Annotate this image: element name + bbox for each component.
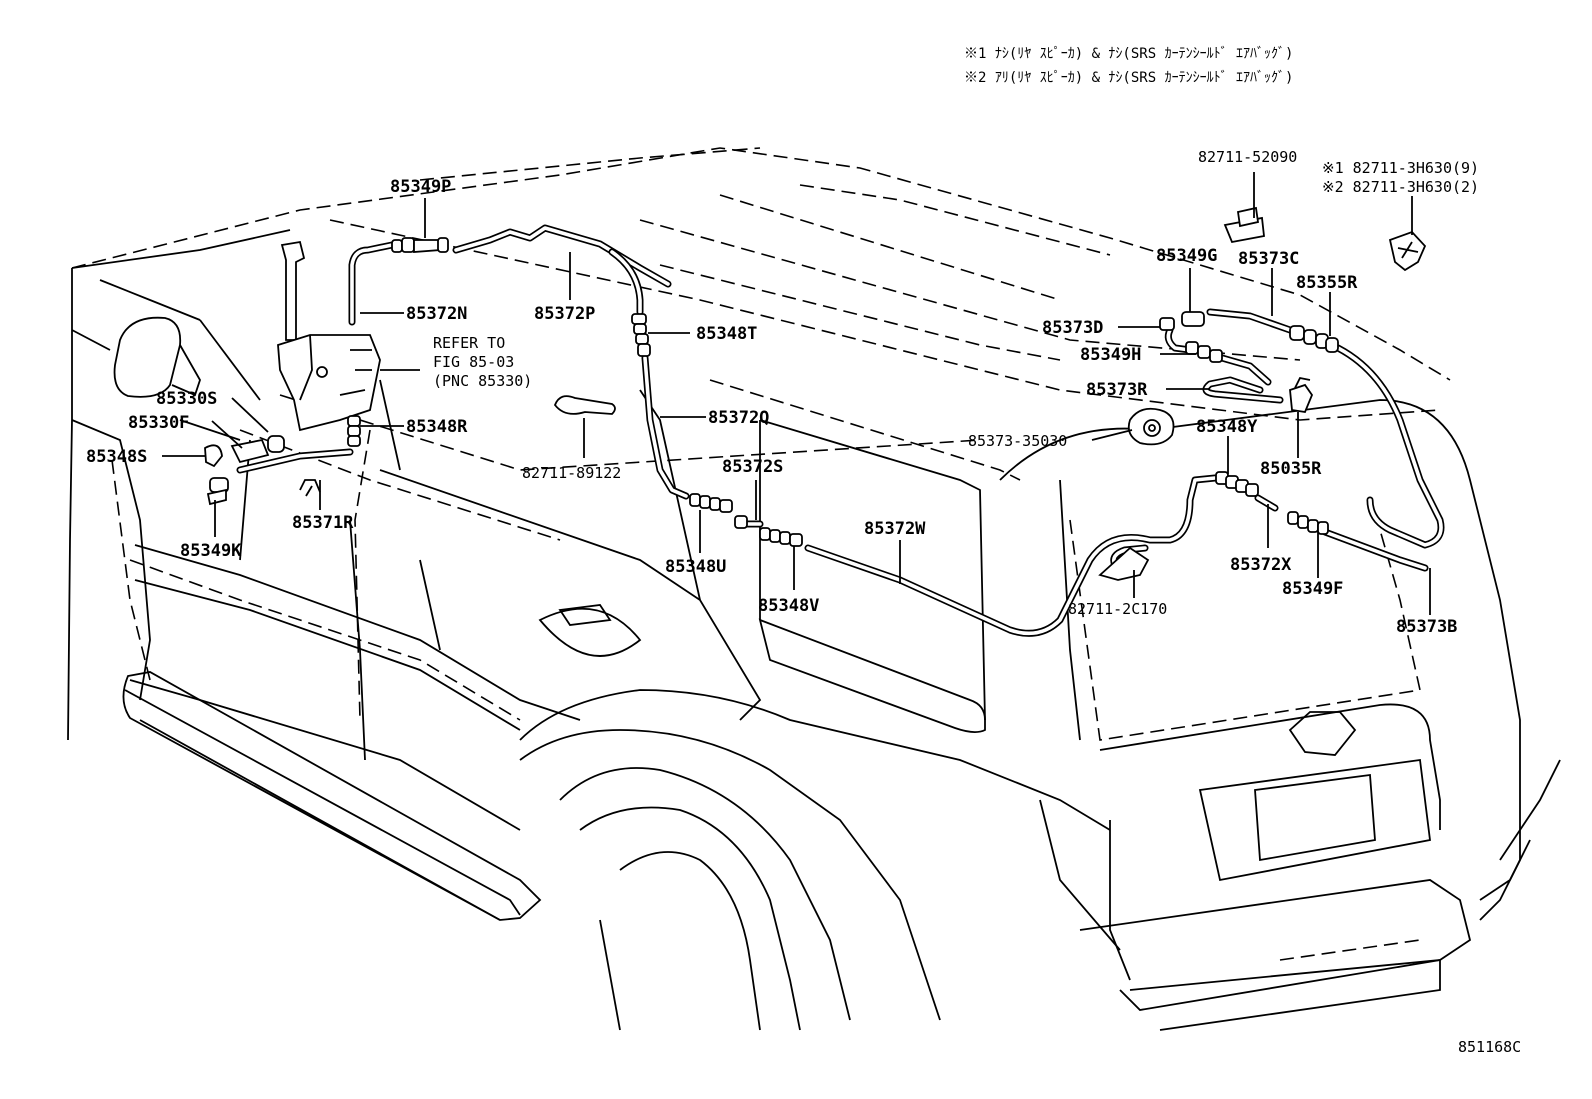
label-82711-3H630-9[interactable]: ※1 82711-3H630(9) (1322, 159, 1479, 177)
label-85372Q[interactable]: 85372Q (708, 408, 769, 428)
label-85348S[interactable]: 85348S (86, 447, 147, 467)
label-85373B[interactable]: 85373B (1396, 617, 1457, 637)
label-85348R[interactable]: 85348R (406, 417, 468, 437)
refer-line-2: FIG 85-03 (433, 353, 514, 371)
label-85349G[interactable]: 85349G (1156, 246, 1217, 266)
vehicle-outline (67, 147, 1561, 1031)
hose-routes (236, 224, 1445, 637)
label-82711-2C170[interactable]: 82711-2C170 (1068, 600, 1167, 618)
label-85373R[interactable]: 85373R (1086, 380, 1148, 400)
label-85348Y[interactable]: 85348Y (1196, 417, 1258, 437)
label-85349H[interactable]: 85349H (1080, 345, 1141, 365)
label-85371R[interactable]: 85371R (292, 513, 354, 533)
part-labels: 85349P 85372N 85372P 85348T REFER TO FIG… (86, 148, 1479, 637)
label-85349F[interactable]: 85349F (1282, 579, 1343, 599)
label-85348U[interactable]: 85348U (665, 557, 726, 577)
label-85373D[interactable]: 85373D (1042, 318, 1103, 338)
label-85373-35030[interactable]: 85373-35030 (968, 432, 1067, 450)
label-85349K[interactable]: 85349K (180, 541, 242, 561)
label-85035R[interactable]: 85035R (1260, 459, 1322, 479)
header-notes: ※1 ﾅｼ(ﾘﾔ ｽﾋﾟｰｶ) & ﾅｼ(SRS ｶｰﾃﾝｼｰﾙﾄﾞ ｴｱﾊﾞｯ… (964, 46, 1293, 86)
washer-tank (277, 240, 381, 432)
label-82711-89122[interactable]: 82711-89122 (522, 464, 621, 482)
leader-lines (162, 172, 1431, 615)
connectors (204, 206, 1427, 581)
label-85372P[interactable]: 85372P (534, 304, 595, 324)
refer-line-1: REFER TO (433, 334, 505, 352)
note-2: ※2 ｱﾘ(ﾘﾔ ｽﾋﾟｰｶ) & ﾅｼ(SRS ｶｰﾃﾝｼｰﾙﾄﾞ ｴｱﾊﾞｯ… (964, 70, 1293, 86)
label-85330S[interactable]: 85330S (156, 389, 217, 409)
refer-line-3: (PNC 85330) (433, 372, 532, 390)
figure-id: 851168C (1458, 1038, 1521, 1056)
label-85373C[interactable]: 85373C (1238, 249, 1299, 269)
label-82711-52090[interactable]: 82711-52090 (1198, 148, 1297, 166)
label-85348T[interactable]: 85348T (696, 324, 757, 344)
label-85330F[interactable]: 85330F (128, 413, 189, 433)
label-85355R[interactable]: 85355R (1296, 273, 1358, 293)
note-1: ※1 ﾅｼ(ﾘﾔ ｽﾋﾟｰｶ) & ﾅｼ(SRS ｶｰﾃﾝｼｰﾙﾄﾞ ｴｱﾊﾞｯ… (964, 46, 1293, 62)
label-85372S[interactable]: 85372S (722, 457, 783, 477)
label-85349P[interactable]: 85349P (390, 177, 451, 197)
side-mirror (113, 316, 201, 398)
label-82711-3H630-2[interactable]: ※2 82711-3H630(2) (1322, 178, 1479, 196)
label-85372N[interactable]: 85372N (406, 304, 467, 324)
label-85348V[interactable]: 85348V (758, 596, 819, 616)
label-85372X[interactable]: 85372X (1230, 555, 1292, 575)
label-85372W[interactable]: 85372W (864, 519, 926, 539)
